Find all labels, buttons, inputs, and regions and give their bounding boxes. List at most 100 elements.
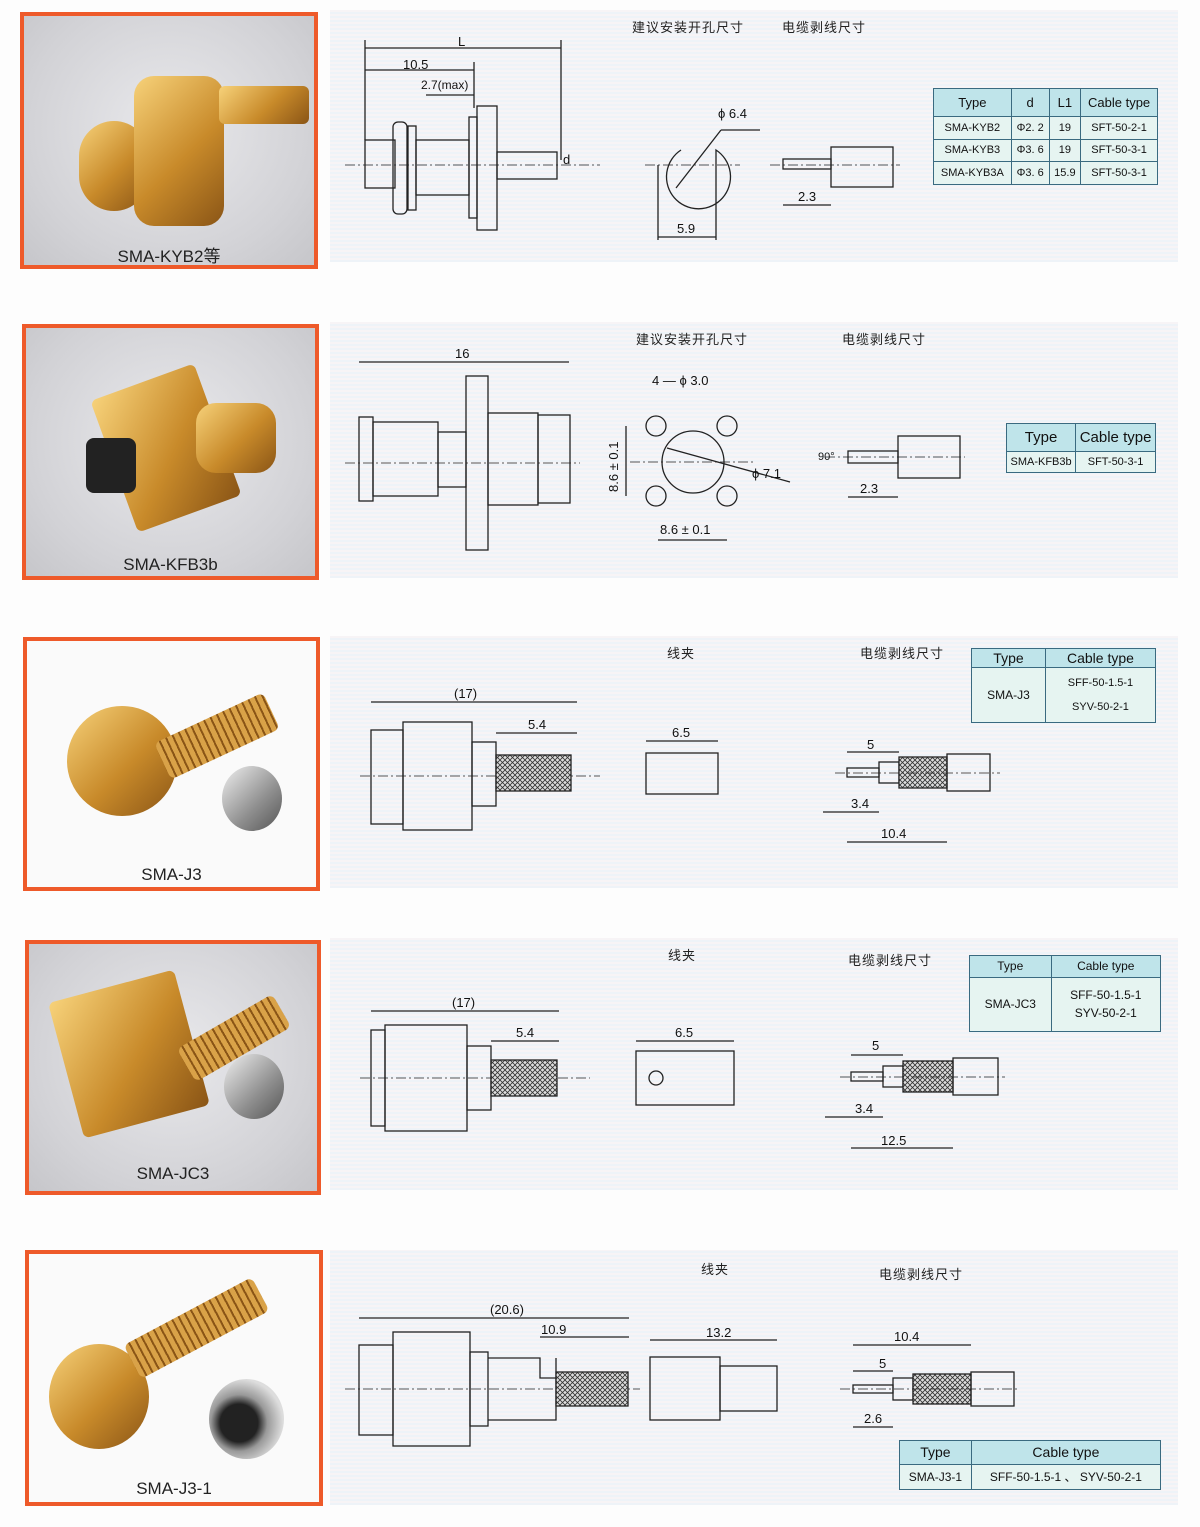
section-heading: 建议安装开孔尺寸 xyxy=(636,332,749,347)
dimension-label: (17) xyxy=(452,995,476,1010)
table-cell: SMA-KYB3 xyxy=(933,138,1012,163)
dimension-label: 5 xyxy=(872,1038,880,1053)
table-cell: SMA-JC3 xyxy=(969,976,1052,1033)
dimension-label: 5.4 xyxy=(528,717,547,732)
drawing-row-3 xyxy=(360,701,1000,843)
dimension-label: 8.6 ± 0.1 xyxy=(660,522,711,537)
table-cell: 19 xyxy=(1048,138,1082,163)
product-photo-sma-j3-1: SMA-J3-1 xyxy=(25,1250,323,1506)
table-cell: SMA-KFB3b xyxy=(1005,451,1077,473)
section-heading: 电缆剥线尺寸 xyxy=(860,646,945,661)
dimension-label: 3.4 xyxy=(851,796,870,811)
dimension-label: 6.5 xyxy=(675,1025,694,1040)
dimension-label: 5 xyxy=(879,1356,887,1371)
table-cell: SFT-50-3-1 xyxy=(1080,138,1158,163)
dimension-label: 13.2 xyxy=(706,1325,732,1340)
dimension-label: (20.6) xyxy=(490,1302,524,1317)
table-cell: Type xyxy=(899,1440,972,1465)
table-cell: 15.9 xyxy=(1048,161,1082,185)
dimension-label: 2.3 xyxy=(798,189,817,204)
product-model-label: SMA-J3-1 xyxy=(136,1479,212,1498)
dimension-label: 12.5 xyxy=(881,1133,907,1148)
section-heading: 电缆剥线尺寸 xyxy=(848,953,933,968)
table-cell: SMA-KYB2 xyxy=(933,115,1012,140)
product-model-label: SMA-JC3 xyxy=(136,1164,210,1183)
dimension-label: d xyxy=(563,152,571,167)
dimension-label: 2.3 xyxy=(860,481,879,496)
table-cell: Type xyxy=(933,88,1012,117)
table-cell: Cable type xyxy=(1075,422,1156,453)
dimension-label: 8.6 ± 0.1 xyxy=(606,441,621,492)
dimension-label: ϕ 7.1 xyxy=(752,466,781,481)
section-heading: 线夹 xyxy=(668,948,697,963)
dimension-label: 2.7(max) xyxy=(421,78,469,92)
table-cell: Cable type xyxy=(970,1440,1162,1465)
dimension-label: 90° xyxy=(818,451,835,463)
dimension-label: 10.9 xyxy=(541,1322,567,1337)
table-cell: Φ3. 6 xyxy=(1010,161,1050,185)
section-heading: 线夹 xyxy=(701,1262,730,1277)
table-cell: SFT-50-2-1 xyxy=(1080,115,1158,140)
table-cell: d xyxy=(1010,88,1050,117)
table-cell: Φ2. 2 xyxy=(1010,115,1050,140)
table-cell: Cable type xyxy=(1050,955,1162,978)
drawing-row-2 xyxy=(345,361,965,551)
dimension-label: 5 xyxy=(867,737,875,752)
dimension-label: 4 — ϕ 3.0 xyxy=(652,373,709,388)
dimension-label: 10.5 xyxy=(403,57,429,72)
dimension-label: 10.4 xyxy=(894,1329,920,1344)
dimension-label: ϕ 6.4 xyxy=(718,106,747,121)
table-cell: Cable type xyxy=(1044,647,1157,669)
table-cell: L1 xyxy=(1048,88,1082,117)
dimension-label: (17) xyxy=(454,686,478,701)
product-model-label: SMA-KFB3b xyxy=(123,555,218,574)
product-model-label: SMA-KYB2等 xyxy=(117,247,221,266)
dimension-label: 3.4 xyxy=(855,1101,874,1116)
product-model-label: SMA-J3 xyxy=(141,865,202,884)
table-cell: SMA-KYB3A xyxy=(933,161,1012,185)
product-photo-sma-j3: SMA-J3 xyxy=(23,637,320,891)
table-cell: SFT-50-3-1 xyxy=(1080,161,1158,185)
dimension-label: 2.6 xyxy=(864,1411,883,1426)
section-heading: 电缆剥线尺寸 xyxy=(879,1267,964,1282)
table-cell: SMA-J3 xyxy=(971,667,1046,723)
table-cell: Type xyxy=(969,955,1052,978)
drawing-row-1 xyxy=(345,40,900,240)
section-heading: 建议安装开孔尺寸 xyxy=(632,20,745,35)
table-cell: Type xyxy=(971,647,1046,669)
table-cell: SFF-50-1.5-1 、 SYV-50-2-1 xyxy=(970,1463,1162,1491)
section-heading: 线夹 xyxy=(667,646,696,661)
table-cell: Cable type xyxy=(1080,88,1158,117)
table-cell: SMA-J3-1 xyxy=(899,1463,972,1491)
dimension-label: L xyxy=(458,34,466,49)
product-photo-sma-kfb3b: SMA-KFB3b xyxy=(22,324,319,580)
table-cell: 19 xyxy=(1048,115,1082,140)
dimension-label: 6.5 xyxy=(672,725,691,740)
dimension-label: 5.9 xyxy=(677,221,696,236)
table-cell: Type xyxy=(1005,422,1077,453)
dimension-label: 10.4 xyxy=(881,826,907,841)
dimension-label: 5.4 xyxy=(516,1025,535,1040)
section-heading: 电缆剥线尺寸 xyxy=(782,20,867,35)
product-photo-sma-kyb2: SMA-KYB2等 xyxy=(20,12,318,269)
product-photo-sma-jc3: SMA-JC3 xyxy=(25,940,321,1195)
dimension-label: 16 xyxy=(455,346,470,361)
drawing-row-4 xyxy=(360,1010,1005,1149)
drawing-row-5 xyxy=(345,1317,1020,1447)
section-heading: 电缆剥线尺寸 xyxy=(842,332,927,347)
